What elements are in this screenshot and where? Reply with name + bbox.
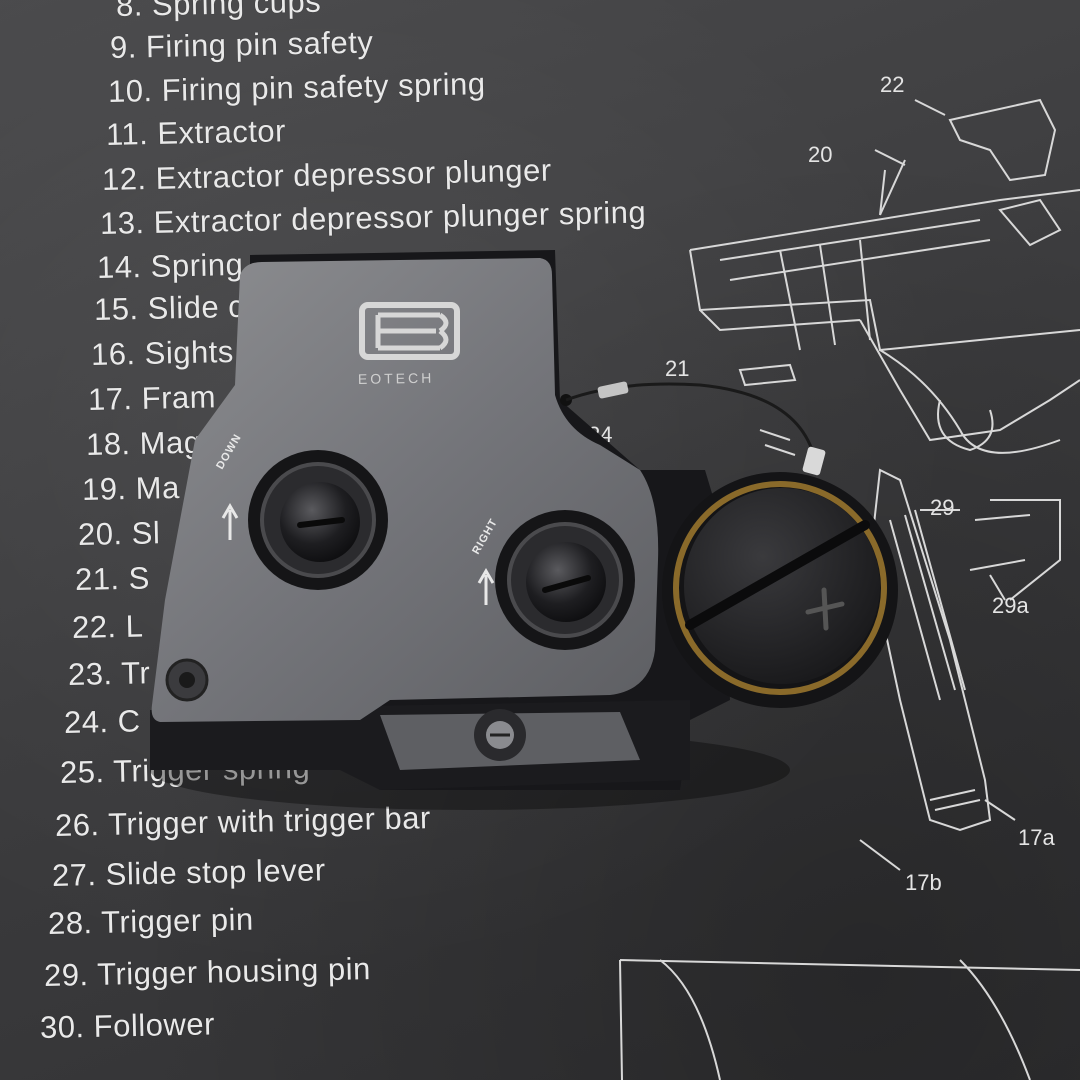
arrow-up-icon — [221, 503, 239, 540]
plus-icon — [805, 587, 845, 631]
diagram-label: 29 — [930, 495, 954, 520]
pistol-outline-drawing — [619, 98, 1080, 1080]
windage-adjustment-knob[interactable] — [495, 510, 635, 650]
arrow-up-icon — [477, 568, 495, 605]
diagram-label: 17b — [905, 870, 942, 895]
brand-text: EOTECH — [358, 370, 435, 387]
diagram-label: 29a — [992, 593, 1029, 618]
diagram-label: 17a — [1018, 825, 1055, 850]
sight-body — [151, 258, 659, 722]
eotech-logo — [359, 302, 460, 360]
diagram-label: 20 — [808, 142, 832, 167]
battery-cap[interactable] — [662, 472, 898, 708]
diagram-label: 21 — [665, 356, 689, 381]
diagram-label: 22 — [880, 72, 904, 97]
elevation-adjustment-knob[interactable] — [248, 450, 388, 590]
